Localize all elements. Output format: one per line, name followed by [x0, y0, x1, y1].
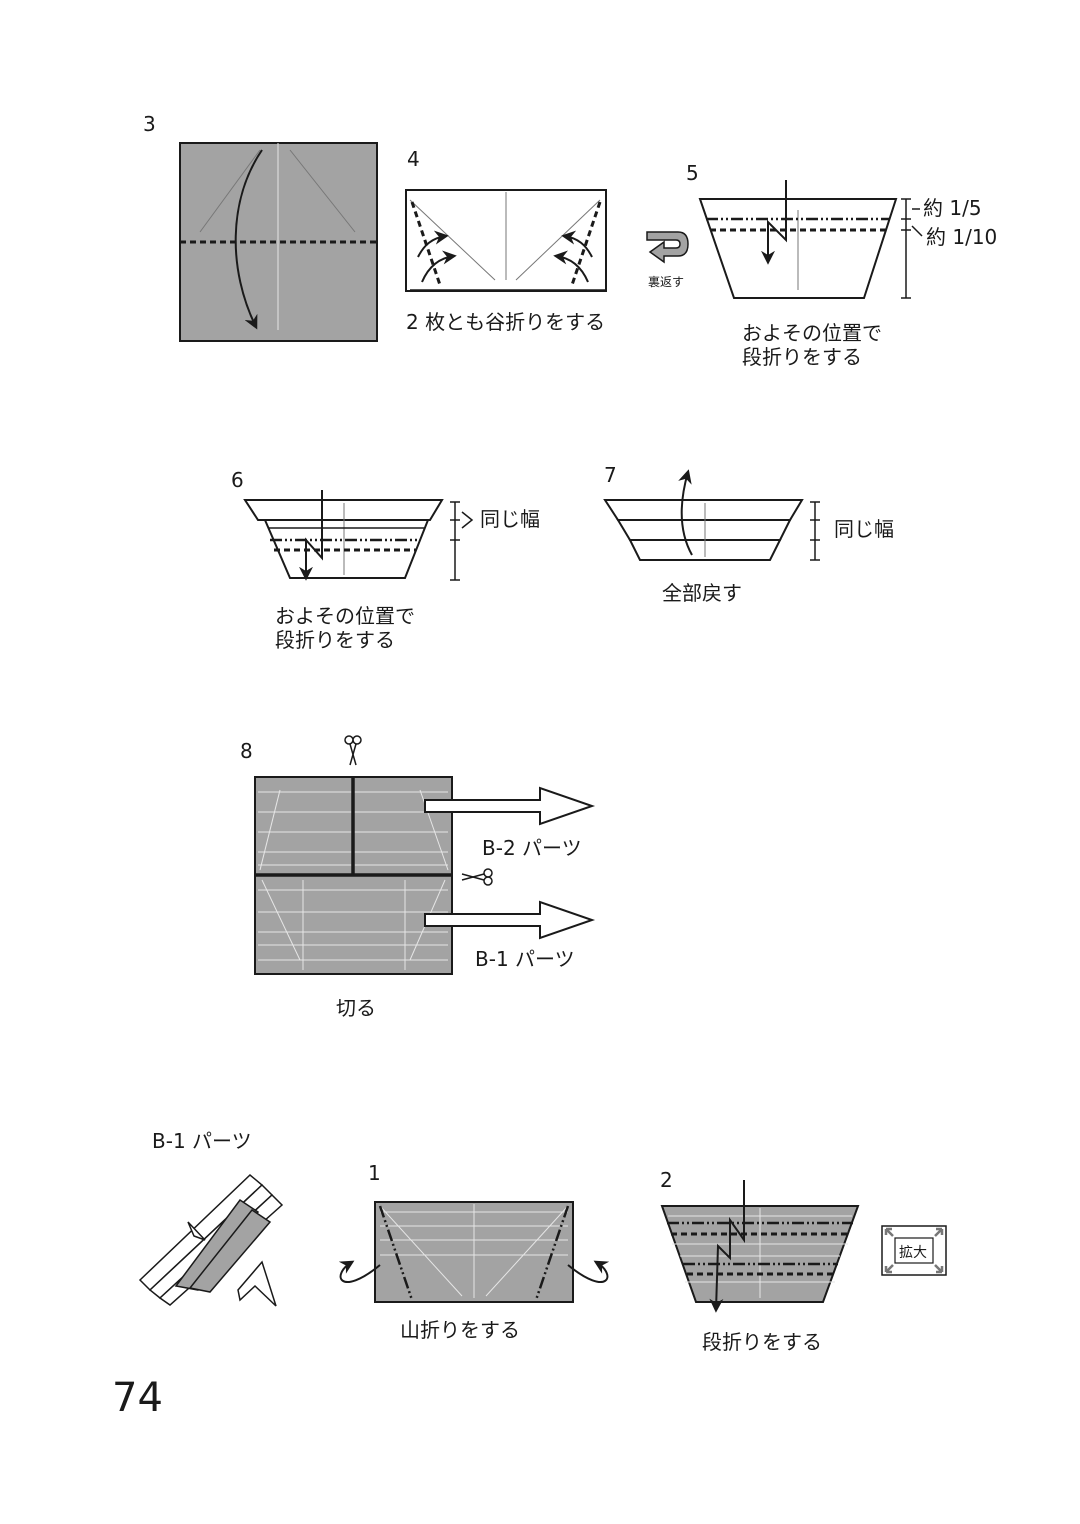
part-arrow [424, 900, 596, 940]
crease-pattern [258, 789, 449, 970]
part-label: B-1 パーツ [475, 947, 575, 971]
page-number: 74 [112, 1375, 163, 1421]
pleat-arrow [709, 1180, 745, 1313]
step-5: 5 約 1/5 約 1/10 およその位置で 段折りをする [686, 161, 997, 369]
b1-section: B-1 パーツ 1 山折りをする 2 [138, 1129, 947, 1354]
step-number: 1 [368, 1161, 381, 1185]
stepped-paper-tier [616, 519, 792, 541]
valley-fold-line [570, 201, 602, 286]
flip-label: 裏返す [648, 274, 684, 289]
step-caption: 段折りをする [275, 628, 395, 652]
step-number: 4 [407, 147, 420, 171]
step-caption: 2 枚とも谷折りをする [406, 310, 605, 334]
zoom-label: 拡大 [899, 1245, 927, 1261]
fold-arrow [234, 149, 263, 330]
step-number: 7 [604, 463, 617, 487]
step-caption: およその位置で [275, 604, 415, 628]
zoom-icon: 拡大 [881, 1225, 947, 1276]
mountain-fold-line [378, 1205, 414, 1301]
valley-fold-line [410, 201, 442, 286]
stepped-paper-tier [603, 499, 804, 521]
flip-over-icon: 裏返す [646, 231, 689, 289]
step-number: 8 [240, 739, 253, 763]
step-number: 2 [660, 1168, 673, 1192]
mountain-fold-line [534, 1205, 570, 1301]
step-6: 6 同じ幅 およその位置で 段折りをする [231, 468, 540, 652]
crease-pattern [379, 1204, 569, 1298]
step-number: 3 [143, 112, 156, 136]
fold-behind-arrow [338, 1260, 381, 1283]
step-3: 3 [143, 112, 378, 342]
step-caption: 山折りをする [400, 1318, 520, 1342]
same-width-label: 同じ幅 [834, 517, 894, 541]
crease-pattern [668, 1208, 852, 1298]
same-width-label: 同じ幅 [480, 507, 540, 531]
finished-model-illustration [138, 1173, 284, 1307]
pleat-arrow [299, 490, 323, 581]
step-number: 6 [231, 468, 244, 492]
pleat-arrow [761, 180, 787, 265]
step-caption: 段折りをする [742, 345, 862, 369]
step-caption: およその位置で [742, 321, 882, 345]
step-4: 4 2 枚とも谷折りをする [405, 147, 607, 334]
fold-behind-arrow [567, 1260, 610, 1283]
dimension-label: 約 1/5 [923, 196, 982, 220]
scissors-icon [344, 735, 362, 766]
unfold-arrow [678, 469, 693, 556]
step-number: 5 [686, 161, 699, 185]
step-caption: 切る [336, 996, 376, 1020]
section-title: B-1 パーツ [152, 1129, 252, 1153]
scissors-icon [461, 868, 493, 886]
step-caption: 全部戻す [662, 581, 742, 605]
dimension-label: 約 1/10 [926, 225, 997, 249]
step-caption: 段折りをする [702, 1330, 822, 1354]
step-8: 8 [240, 735, 596, 1020]
part-label: B-2 パーツ [482, 836, 582, 860]
step-7: 7 同じ幅 全部戻す [603, 463, 894, 605]
part-arrow [424, 786, 596, 826]
